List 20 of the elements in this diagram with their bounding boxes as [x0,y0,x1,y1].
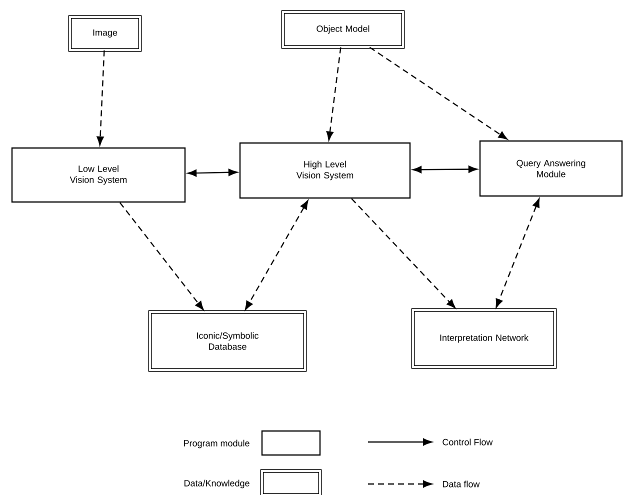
arrow [351,198,456,308]
arrow [369,46,508,140]
arrow [412,166,478,174]
legend-label: Data/Knowledge [184,480,250,488]
arrow [119,202,204,310]
data-box: Interpretation Network [411,308,557,369]
data-box: Image [68,15,142,52]
program-module-box: Query Answering Module [479,140,623,197]
data-box: Object Model [281,10,405,49]
arrow [496,198,540,308]
program-module-box: High Level Vision System [239,142,411,199]
arrow [188,168,238,177]
arrow [244,200,308,310]
data-box: Iconic/Symbolic Database [148,310,307,372]
legend-label: Program module [184,440,250,448]
arrow [96,50,105,146]
legend-label: Data flow [442,480,480,488]
program-module-box: Low Level Vision System [11,147,186,203]
arrow [326,47,342,140]
legend-label: Control Flow [442,438,493,446]
